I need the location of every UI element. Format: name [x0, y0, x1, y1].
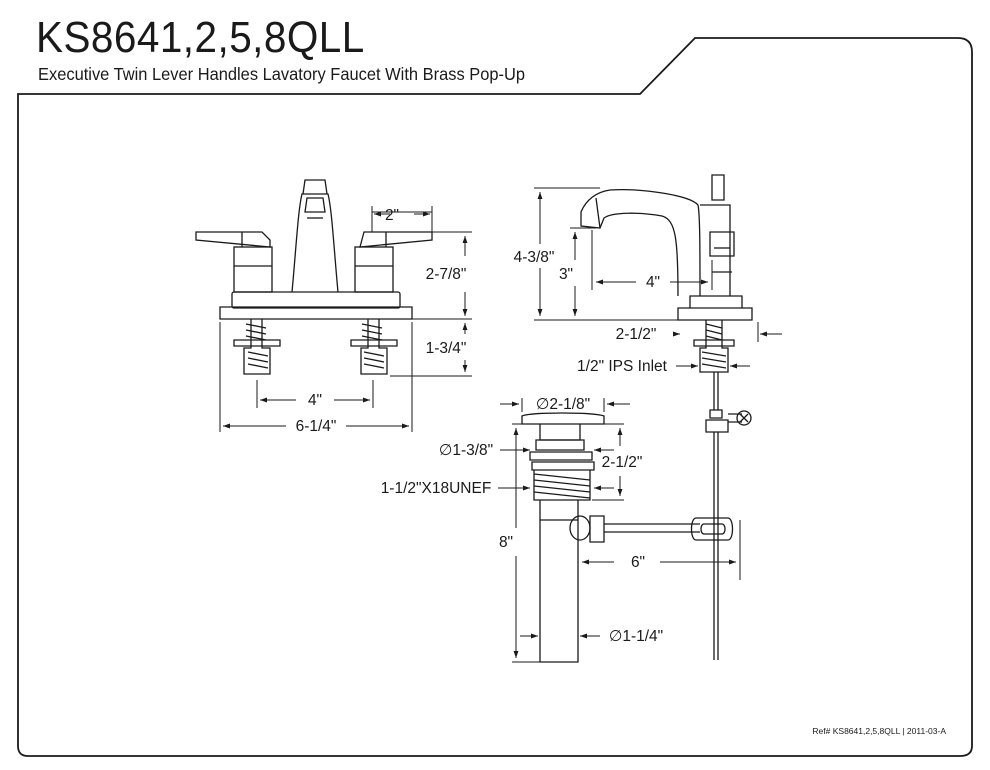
dim-drain-length-label: 8": [499, 534, 513, 551]
dim-drain-thread-label: 1-1/2"X18UNEF: [381, 480, 492, 497]
product-description: Executive Twin Lever Handles Lavatory Fa…: [38, 64, 526, 84]
dim-flange-diameter-label: ∅2-1/8": [536, 396, 590, 413]
faucet-front-view: [195, 179, 433, 375]
dim-handle-spacing-label: 2": [385, 207, 399, 224]
model-title: KS8641,2,5,8QLL: [36, 13, 365, 62]
drain-dimensions: [498, 398, 741, 663]
dim-shank-length-label: 1-3/4": [426, 340, 467, 357]
dim-overall-height-label: 4-3/8": [514, 249, 555, 266]
dim-tailpiece-diameter-label: ∅1-1/4": [609, 628, 663, 645]
side-view-dimensions: [534, 187, 782, 369]
dim-base-width-label: 6-1/4": [296, 418, 337, 435]
front-view-dimensions: [219, 206, 472, 432]
dim-base-depth-label: 2-1/2": [616, 326, 657, 343]
dim-drain-diameter-label: ∅1-3/8": [439, 442, 493, 459]
dim-spout-reach-label: 4": [646, 274, 660, 291]
reference-footer: Ref# KS8641,2,5,8QLL | 2011-03-A: [812, 726, 946, 736]
dim-handle-height-label: 2-7/8": [426, 266, 467, 283]
dim-spout-height-label: 3": [559, 266, 573, 283]
dim-lift-rod-length-label: 6": [631, 554, 645, 571]
sheet-border: [17, 37, 973, 757]
dim-inlet-label: 1/2" IPS Inlet: [577, 358, 668, 375]
dim-drain-thread-length-label: 2-1/2": [602, 454, 643, 471]
dim-center-spread-label: 4": [308, 392, 322, 409]
popup-drain-view: [521, 412, 734, 663]
faucet-side-view: [580, 174, 753, 660]
